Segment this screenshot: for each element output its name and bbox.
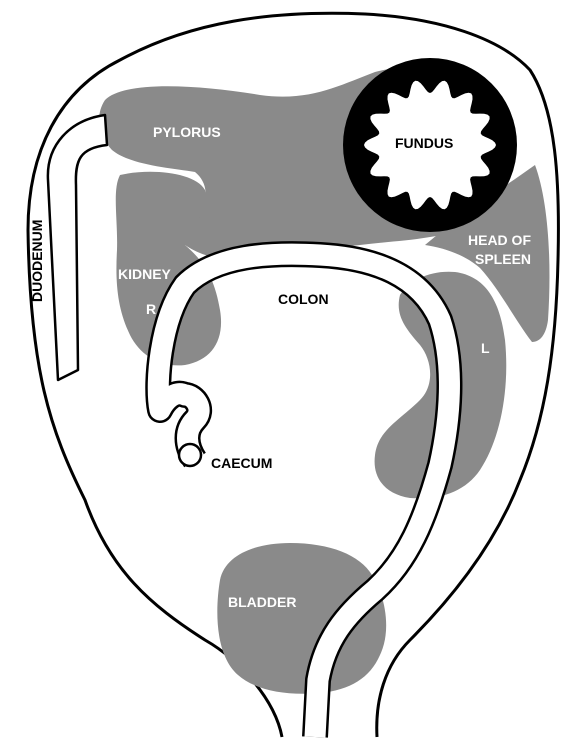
duodenum-label: DUODENUM <box>29 220 45 302</box>
head-of-spleen-label-line1: HEAD OF <box>468 232 531 249</box>
pylorus-label: PYLORUS <box>153 124 221 141</box>
caecum-label: CAECUM <box>211 455 272 472</box>
kidney-label: KIDNEY <box>118 266 171 283</box>
bladder-label: BLADDER <box>228 594 296 611</box>
colon-label: COLON <box>278 291 329 308</box>
fundus-label: FUNDUS <box>395 135 453 152</box>
caecum-end <box>179 444 201 466</box>
kidney-right-label: R <box>146 301 156 318</box>
head-of-spleen-label-line2: SPLEEN <box>475 251 531 268</box>
kidney-left-label: L <box>481 340 490 357</box>
